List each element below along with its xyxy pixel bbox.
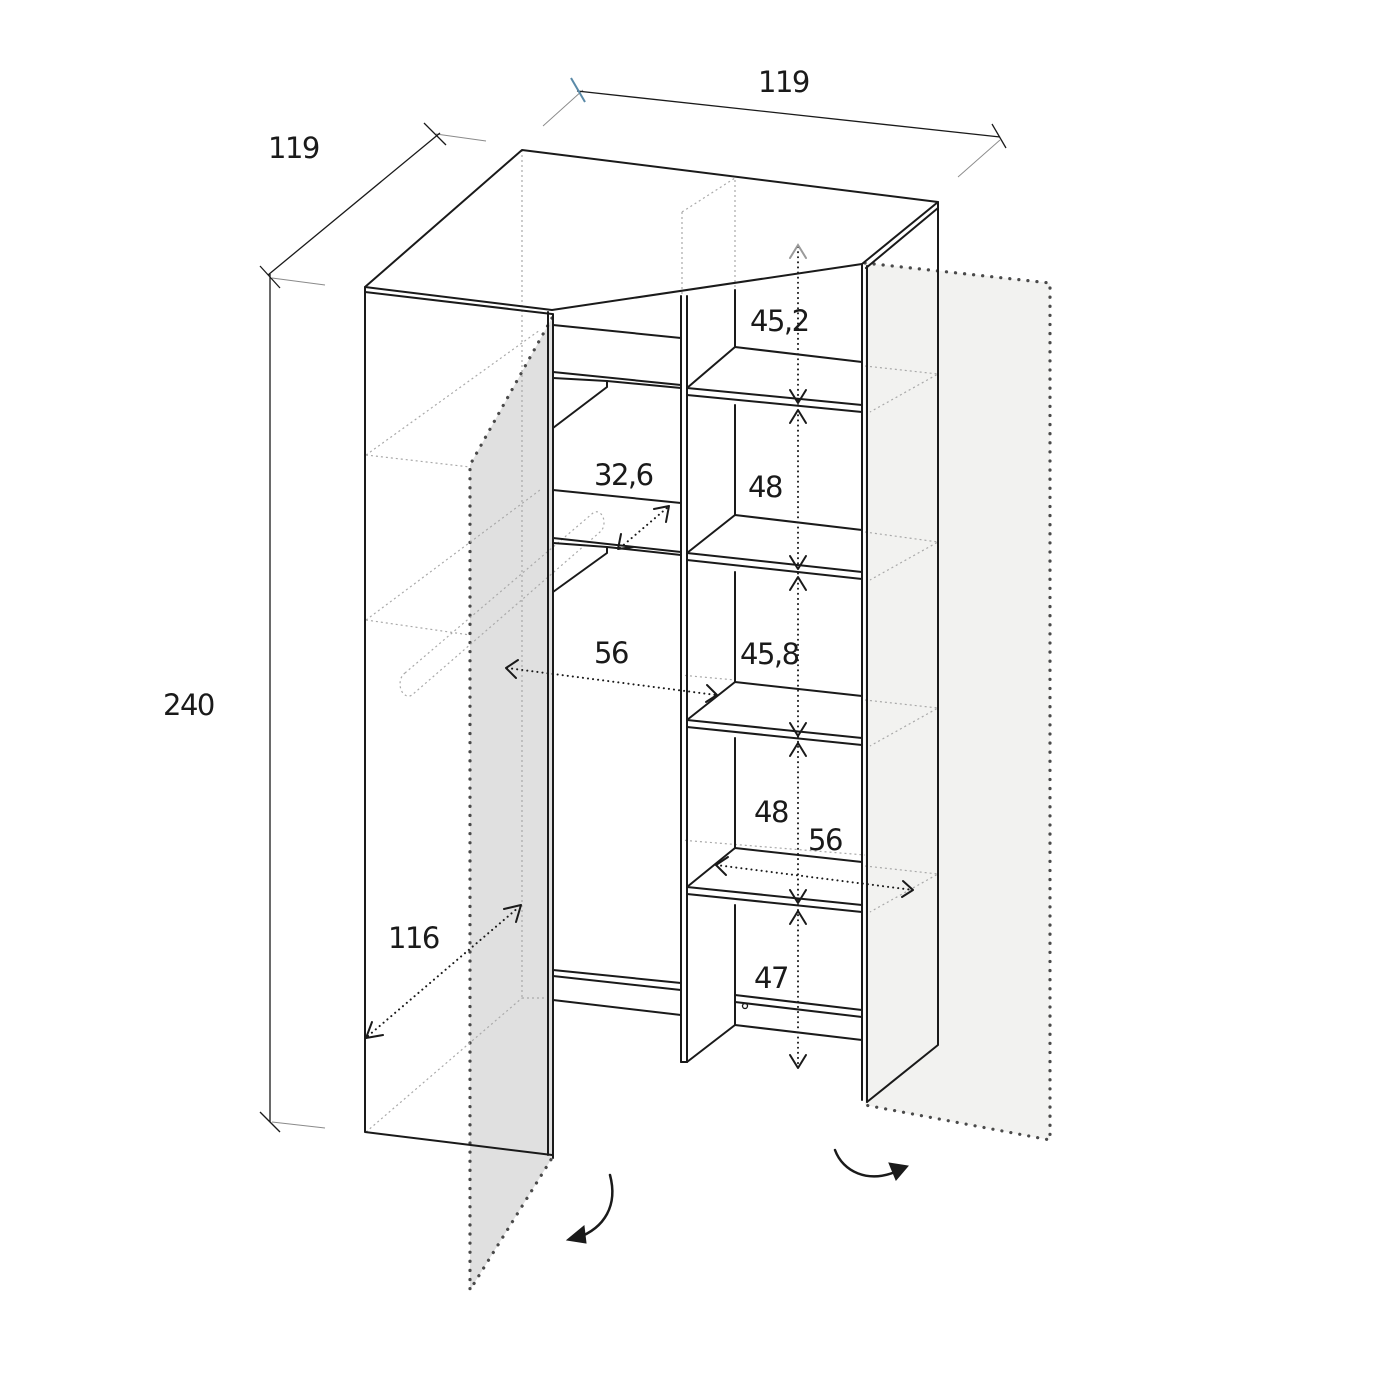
label-gap-5: 47 [754,961,788,995]
right-door-swing-arrow [833,1148,909,1181]
label-gap-4: 48 [754,795,788,829]
left-door-swing-arrow [565,1173,614,1244]
left-compartment [552,324,682,1016]
label-height: 240 [163,688,214,722]
left-door-panel [470,318,552,1290]
right-door-dotted-edge [863,261,1052,1142]
label-hanging-width: 56 [594,636,628,670]
label-diagonal-depth: 116 [388,921,439,955]
carcass [364,149,939,1159]
label-width-top: 119 [758,65,809,99]
right-door-panel [865,263,1050,1140]
label-depth-left: 119 [268,131,319,165]
label-shelf-width: 56 [808,823,842,857]
dim-height [259,274,326,1133]
right-compartment [686,346,863,1041]
hidden-lines [365,150,940,1133]
label-gap-1: 45,2 [750,304,809,338]
dim-arrows [365,243,914,1069]
label-hanging-depth: 32,6 [594,458,653,492]
left-door-dotted-edge [468,316,554,1296]
label-gap-2: 48 [748,470,782,504]
dim-top-width [542,77,1007,178]
label-gap-3: 45,8 [740,637,799,671]
